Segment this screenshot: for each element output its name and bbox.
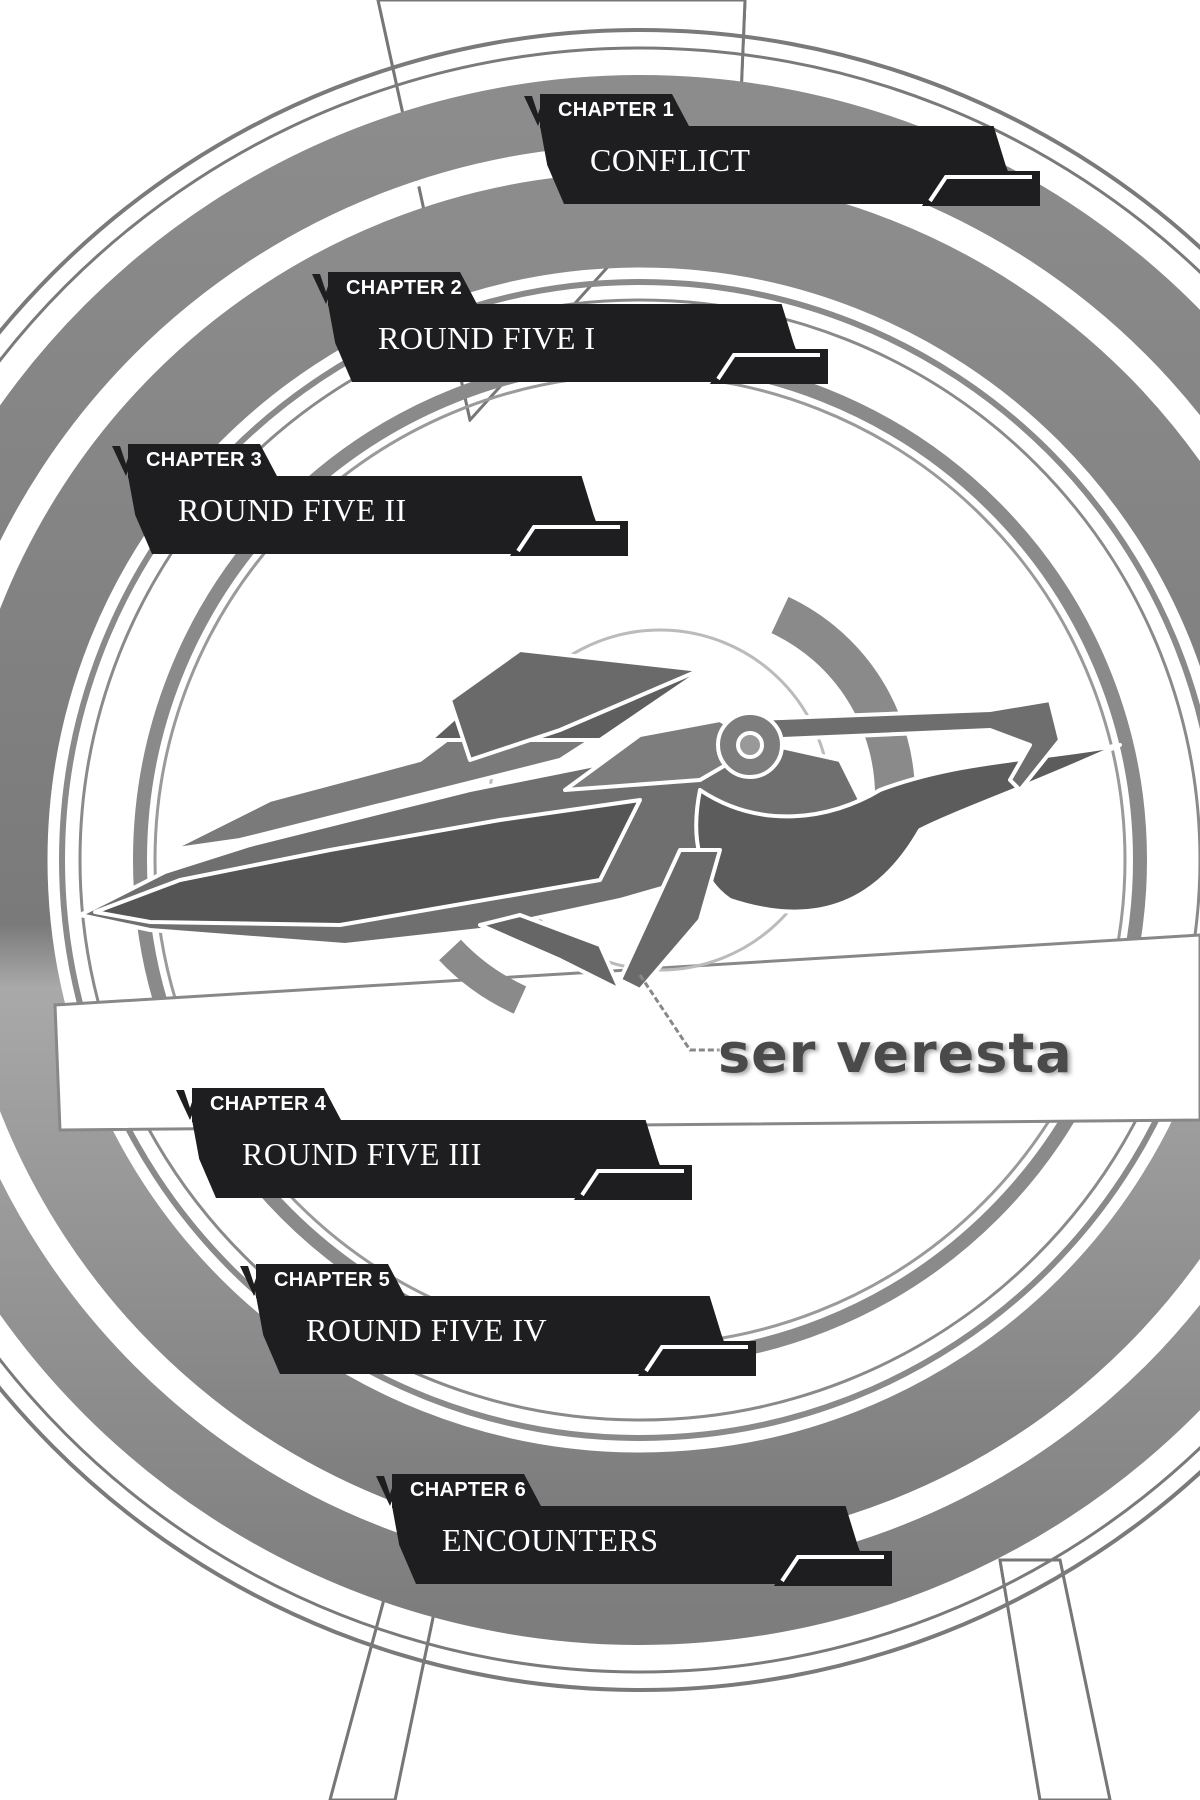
illustration-caption: ser veresta [700,1022,1110,1092]
chapter-number: CHAPTER 1 [558,99,675,121]
chapter-number: CHAPTER 2 [346,277,463,299]
bar-endcap-icon [510,521,628,556]
chapter-header-3[interactable]: CHAPTER 3 ROUND FIVE II [110,444,630,556]
chapter-tab [392,1474,542,1508]
chapter-title: ENCOUNTERS [442,1522,659,1558]
main-band-ring [0,172,1200,1548]
chapter-header-1[interactable]: CHAPTER 1 CONFLICT [522,94,1042,206]
sword-ship-illustration [78,648,1122,992]
chapter-header-2[interactable]: CHAPTER 2 ROUND FIVE I [310,272,830,384]
chapter-tab [540,94,690,128]
light-wedge-bottom-right [998,1558,1112,1800]
bar-endcap-icon [774,1551,892,1586]
chapter-number: CHAPTER 6 [410,1479,527,1501]
chapter-tab [328,272,478,306]
chevron-v-icon [240,1266,266,1296]
caption-pointer-line [638,974,720,1052]
chevron-v-icon [524,96,550,126]
caption-text: ser veresta [718,1022,1073,1085]
chapter-title: CONFLICT [590,142,751,178]
chevron-v-icon [376,1476,402,1506]
chapter-header-5[interactable]: CHAPTER 5 ROUND FIVE IV [238,1264,758,1376]
main-band-ring-inner-line-2 [78,298,1200,1422]
chevron-v-icon [112,446,138,476]
bar-endcap-icon [922,171,1040,206]
main-band-ring-inner-line [59,279,1200,1441]
chapter-number: CHAPTER 5 [274,1269,391,1291]
bar-endcap-icon [638,1341,756,1376]
chapter-title: ROUND FIVE IV [306,1312,548,1348]
chapter-tab [128,444,278,478]
chapter-title: ROUND FIVE III [242,1136,482,1172]
outer-thin-ring-2 [0,46,1200,1674]
chapter-title: ROUND FIVE II [178,492,407,528]
chevron-v-icon [312,274,338,304]
chapter-tab [256,1264,406,1298]
chapter-number: CHAPTER 4 [210,1093,327,1115]
inner-small-arc-2 [439,939,527,1014]
bar-endcap-icon [574,1165,692,1200]
outer-thin-ring [0,28,1200,1692]
chapter-title: ROUND FIVE I [378,320,596,356]
chapter-header-4[interactable]: CHAPTER 4 ROUND FIVE III [174,1088,694,1200]
bar-endcap-icon [710,349,828,384]
chapter-number: CHAPTER 3 [146,449,263,471]
light-slab [53,933,1200,1132]
chapter-tab [192,1088,342,1122]
chevron-v-icon [176,1090,202,1120]
inner-small-arc [771,596,916,801]
chapter-header-6[interactable]: CHAPTER 6 ENCOUNTERS [374,1474,894,1586]
